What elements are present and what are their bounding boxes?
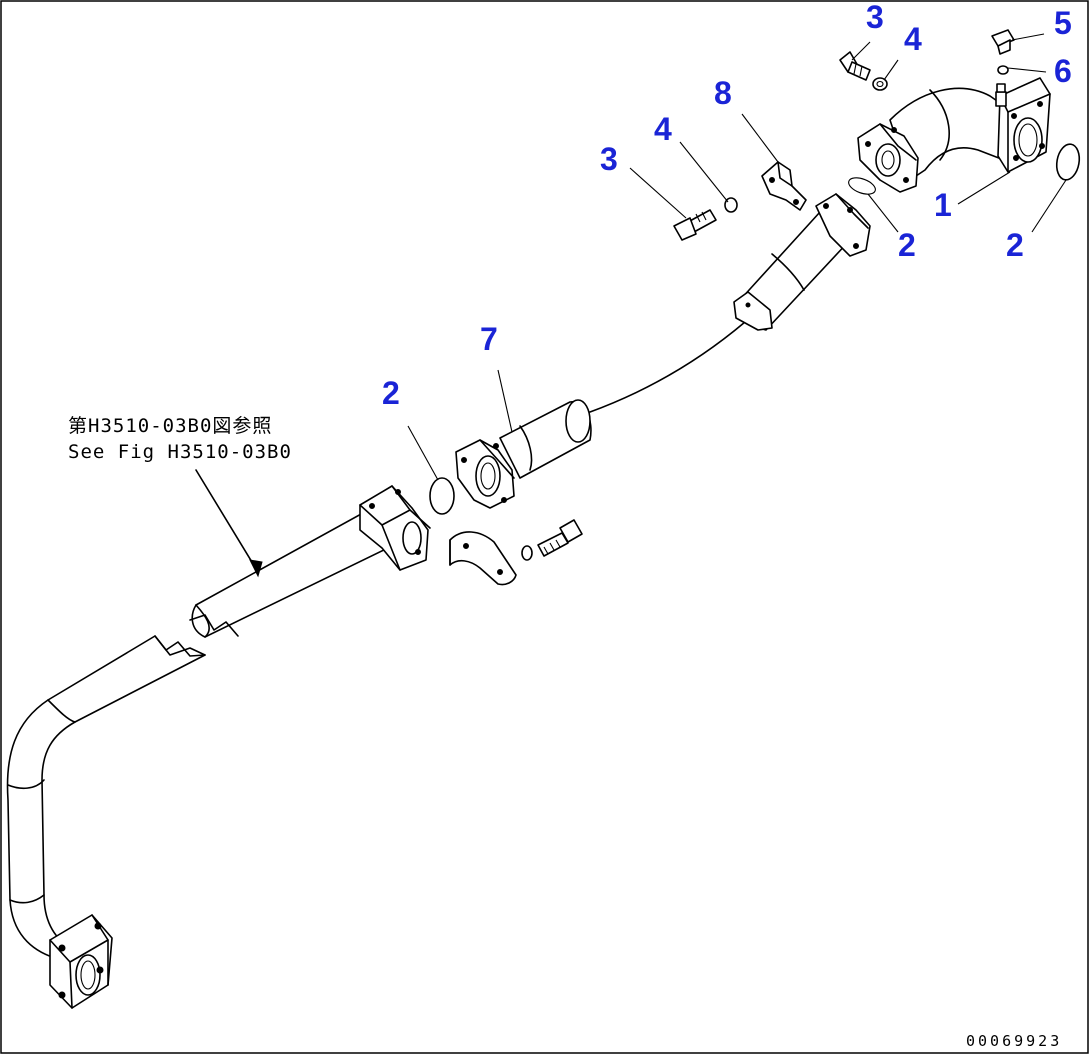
bolt-lower — [537, 519, 583, 557]
callout-2-middle: 2 — [898, 227, 916, 263]
bolt-3-upper — [673, 209, 717, 241]
callout-4-top: 4 — [904, 21, 922, 57]
plug-5 — [991, 29, 1015, 55]
washer-lower — [521, 545, 533, 561]
callout-5: 5 — [1054, 5, 1072, 41]
callout-2-lower: 2 — [382, 375, 400, 411]
callout-8: 8 — [714, 75, 732, 111]
o-ring-right — [1055, 143, 1081, 181]
callout-1: 1 — [934, 187, 952, 223]
long-pipe — [6, 485, 431, 1009]
upper-pipe-segment — [733, 193, 871, 331]
callout-7: 7 — [480, 321, 498, 357]
reference-note-en: See Fig H3510-03B0 — [68, 441, 292, 463]
reference-note-ja: 第H3510-03B0図参照 — [68, 415, 272, 437]
callout-3-upper: 3 — [600, 141, 618, 177]
bolt-3-top — [839, 51, 871, 81]
pipe-7 — [455, 321, 746, 509]
clamp-8 — [761, 161, 807, 211]
o-ring-middle — [848, 177, 876, 195]
elbow-1 — [857, 77, 1051, 193]
o-ring-6 — [997, 65, 1009, 75]
callout-4-upper: 4 — [654, 111, 672, 147]
callout-2-right: 2 — [1006, 227, 1024, 263]
washer-4-top — [872, 77, 888, 91]
leader-lines — [195, 33, 1067, 578]
callout-6: 6 — [1054, 53, 1072, 89]
o-ring-lower — [429, 477, 455, 515]
document-number: 00069923 — [966, 1032, 1062, 1050]
callout-3-top: 3 — [866, 0, 884, 35]
split-flange-lower — [449, 531, 517, 586]
